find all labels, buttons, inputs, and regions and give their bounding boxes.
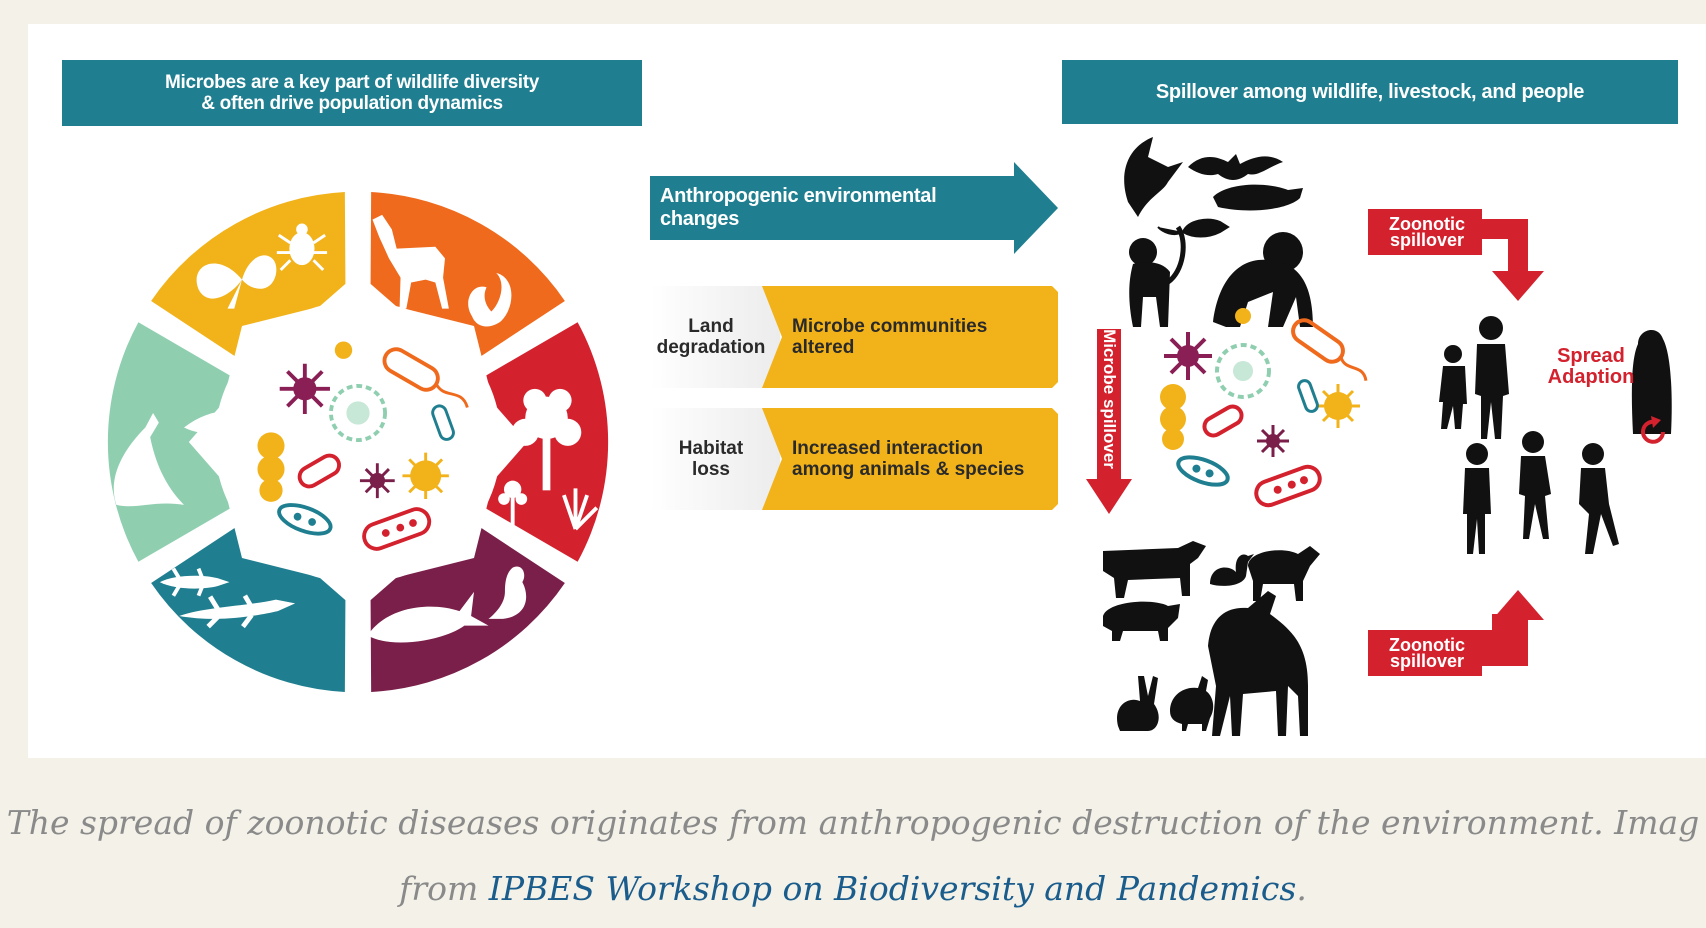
cycle-icon <box>1641 419 1665 444</box>
seal-icon <box>488 566 527 619</box>
microbe-icon <box>334 341 353 359</box>
moth-icon <box>196 255 277 309</box>
chicken-icon <box>1170 676 1214 731</box>
microbe-icon <box>382 347 469 409</box>
microbe-cluster <box>1160 308 1368 508</box>
horse-icon <box>1208 591 1308 736</box>
banner-left-line2: & often drive population dynamics <box>201 93 503 114</box>
microbe-icon <box>362 507 432 551</box>
platypus-icon <box>1213 184 1303 211</box>
goose-icon <box>113 413 185 507</box>
land-degradation-line2: degradation <box>656 337 766 358</box>
microbe-icon <box>1164 332 1212 380</box>
zoonotic-top-line2: spillover <box>1389 230 1465 250</box>
spread-adaption-label: Spread Adaption <box>1536 346 1646 388</box>
bat-icon <box>1188 154 1283 180</box>
microbe-icon <box>1235 308 1251 324</box>
wheel-segment-deer <box>370 192 565 361</box>
tick-icon <box>276 223 328 271</box>
spread-line2: Adaption <box>1547 366 1635 388</box>
microbe-icon <box>277 503 333 536</box>
bird-icon <box>184 411 242 434</box>
land-degradation-label: Land degradation <box>650 286 772 388</box>
microbe-icon <box>329 384 387 442</box>
factor-row-habitat <box>650 408 1058 510</box>
cow-icon <box>1103 541 1206 598</box>
spillover-banner: Spillover among wildlife, livestock, and… <box>1062 60 1678 124</box>
microbe-icon <box>431 404 455 441</box>
microbe-communities-label: Microbe communities altered <box>792 286 1052 388</box>
lizard-icon <box>179 594 296 629</box>
rabbit-icon <box>1117 676 1159 731</box>
livestock-silhouettes <box>1103 541 1320 736</box>
microbe-icon <box>1160 384 1186 450</box>
microbe-icon <box>1257 425 1289 457</box>
ipbes-workshop-link[interactable]: IPBES Workshop on Biodiversity and Pande… <box>488 869 1297 908</box>
banner-left-line1: Microbes are a key part of wildlife dive… <box>164 72 540 93</box>
pig-icon <box>1103 601 1180 641</box>
microbe-icon <box>1254 464 1322 508</box>
microbe-icon <box>1202 404 1244 438</box>
flower-icon <box>498 480 528 534</box>
caption-suffix: . <box>1296 869 1307 908</box>
factor-row-land <box>650 286 1058 388</box>
habitat-loss-line1: Habitat <box>678 438 744 459</box>
microbe-icon <box>402 452 449 500</box>
anthropogenic-changes-label: Anthropogenic environmental changes <box>660 185 937 230</box>
salamander-icon <box>159 567 230 597</box>
infographic-figure: Microbes are a key part of wildlife dive… <box>28 24 1706 758</box>
people-icon <box>1439 316 1672 554</box>
microbe-icon <box>1215 343 1271 399</box>
squirrel-icon <box>468 272 512 327</box>
increased-interaction-line2: among animals & species <box>792 459 1025 480</box>
grass-icon <box>562 488 599 531</box>
spread-line1: Spread <box>1557 345 1625 367</box>
tree-icon <box>511 388 582 491</box>
caption-line2: from IPBES Workshop on Biodiversity and … <box>0 856 1706 922</box>
habitat-loss-line2: loss <box>691 459 731 480</box>
zoonotic-spillover-bottom-label: Zoonotic spillover <box>1372 630 1482 676</box>
microbe-icon <box>1316 384 1360 428</box>
microbe-icon <box>257 432 285 502</box>
microbe-icon <box>279 363 330 414</box>
sheep-icon <box>1248 546 1320 601</box>
caption-line1: The spread of zoonotic diseases originat… <box>6 803 1700 842</box>
zoonotic-spillover-top-arrow <box>1368 209 1544 301</box>
habitat-loss-label: Habitat loss <box>650 408 772 510</box>
bird-icon <box>1124 137 1183 217</box>
microbe-icon <box>1291 318 1368 382</box>
wildlife-microbes-banner: Microbes are a key part of wildlife dive… <box>62 60 642 126</box>
increased-interaction-line1: Increased interaction <box>792 438 984 459</box>
deer-icon <box>372 214 449 309</box>
microbe-icon <box>1297 379 1319 413</box>
microbe-spillover-arrow <box>1086 329 1132 514</box>
microbe-icon <box>297 453 341 489</box>
anthropogenic-arrow <box>650 162 1058 254</box>
zoonotic-bottom-line2: spillover <box>1389 651 1465 671</box>
zoonotic-spillover-bottom-arrow <box>1368 590 1544 676</box>
microbe-icon <box>1176 455 1230 487</box>
zoonotic-top-line1: Zoonotic <box>1389 214 1465 234</box>
monkey-icon <box>1129 225 1186 327</box>
increased-interaction-label: Increased interaction among animals & sp… <box>792 408 1052 510</box>
microbe-spillover-label: Microbe spillover <box>1100 329 1119 469</box>
biodiversity-wheel <box>107 192 609 692</box>
rat-icon <box>1157 218 1230 238</box>
zoonotic-spillover-top-label: Zoonotic spillover <box>1372 209 1482 255</box>
microbe-communities-line2: altered <box>792 337 855 358</box>
microbe-icon <box>359 463 395 499</box>
duck-icon <box>1210 554 1254 586</box>
caption-prefix: from <box>399 869 489 908</box>
land-degradation-line1: Land <box>688 316 734 337</box>
microbe-communities-line1: Microbe communities <box>792 316 988 337</box>
whale-icon <box>367 591 489 643</box>
figure-caption: The spread of zoonotic diseases originat… <box>0 790 1706 922</box>
zoonotic-bottom-line1: Zoonotic <box>1389 635 1465 655</box>
